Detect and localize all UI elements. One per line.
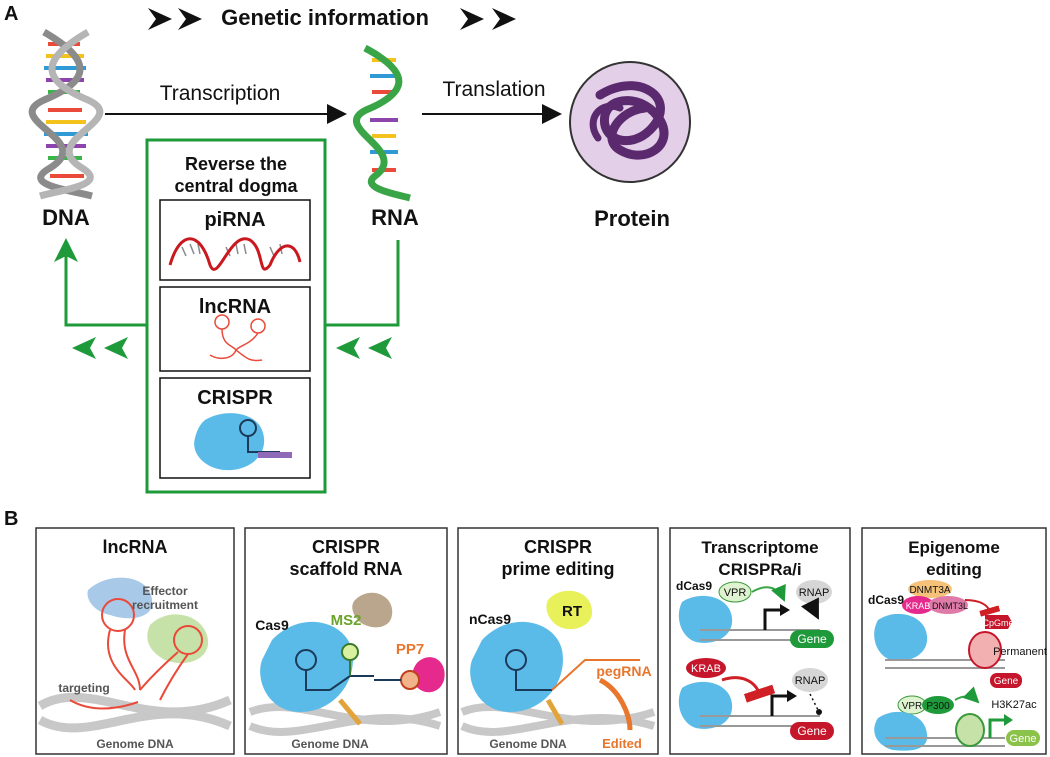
b-prime-ncas9: nCas9 [469, 611, 511, 627]
b-epigenome-title-line1: Epigenome [908, 538, 1000, 557]
b-transcriptome-vpr: VPR [724, 587, 747, 599]
b-scaffold-title-line2: scaffold RNA [289, 559, 402, 579]
pirna-icon [168, 237, 302, 271]
b-scaffold-pp7: PP7 [396, 641, 424, 658]
b-lncrna-targeting: targeting [58, 681, 109, 695]
b-scaffold-ms2: MS2 [331, 612, 362, 629]
rna-label: RNA [371, 205, 419, 230]
b-prime-edited: Edited [602, 736, 642, 751]
b-epigenome-dcas9: dCas9 [868, 593, 904, 607]
b-epigenome-h3k27ac: H3K27ac [991, 699, 1037, 711]
b-epigenome-permanent: Permanent [993, 646, 1047, 658]
protein-label: Protein [594, 206, 670, 231]
b-epigenome-gene-top: Gene [994, 676, 1019, 687]
dna-label: DNA [42, 205, 90, 230]
b-epigenome-bottom-illustration [874, 686, 1040, 751]
b-prime-title-line2: prime editing [501, 559, 614, 579]
b-transcriptome-title-line2: CRISPRa/i [718, 560, 801, 579]
dna-up-arrowhead [54, 238, 78, 262]
reverse-dogma-title-line2: central dogma [174, 176, 298, 196]
reverse-arrow-left [64, 252, 147, 327]
b-lncrna-effector-line1: Effector [142, 584, 188, 598]
b-epigenome-cpgme: CpGme [982, 618, 1013, 628]
protein-icon [569, 61, 691, 183]
b-prime-illustration [460, 590, 656, 736]
b-transcriptome-title-line1: Transcriptome [701, 538, 818, 557]
green-chevrons-right [336, 337, 392, 359]
b-scaffold-genome: Genome DNA [291, 737, 369, 751]
b-epigenome-title-line2: editing [926, 560, 982, 579]
b-lncrna-title: lncRNA [102, 537, 167, 557]
b-transcriptome-top-illustration [678, 580, 834, 648]
b-transcriptome-rnap-top: RNAP [799, 587, 830, 599]
genetic-information-header: Genetic information [221, 5, 429, 30]
header-chevrons-right [460, 8, 516, 30]
lncrna-box [159, 286, 311, 372]
b-epigenome-krab: KRAB [906, 601, 931, 611]
crispr-cas9-icon [194, 413, 292, 471]
b-epigenome-dnmt3a: DNMT3A [909, 585, 950, 596]
b-transcriptome-rnap-bottom: RNAP [795, 675, 826, 687]
lncrna-box-label: lncRNA [199, 296, 271, 318]
b-transcriptome-krab: KRAB [691, 663, 721, 675]
rna-helix-icon [353, 44, 411, 202]
b-prime-genome: Genome DNA [489, 737, 567, 751]
b-epigenome-p300: P300 [926, 701, 950, 712]
b-prime-title-line1: CRISPR [524, 537, 592, 557]
header-chevrons-left [148, 8, 202, 30]
b-transcriptome-bottom-illustration [678, 658, 834, 740]
pirna-label: piRNA [204, 209, 265, 231]
b-scaffold-title-line1: CRISPR [312, 537, 380, 557]
b-epigenome-top-illustration [874, 580, 1022, 688]
b-epigenome-dnmt3l: DNMT3L [932, 601, 968, 611]
b-prime-pegrna: pegRNA [596, 663, 651, 679]
panel-b-label: B [4, 508, 18, 530]
b-lncrna-genome: Genome DNA [96, 737, 174, 751]
lncrna-icon [209, 314, 266, 362]
green-chevrons-left [72, 337, 128, 359]
reverse-dogma-title-line1: Reverse the [185, 154, 287, 174]
reverse-dogma-box [145, 138, 327, 494]
translation-label: Translation [442, 78, 545, 101]
crispr-box-label: CRISPR [197, 387, 273, 409]
b-lncrna-illustration [37, 577, 232, 733]
b-transcriptome-gene-top: Gene [797, 632, 827, 646]
b-transcriptome-gene-bottom: Gene [797, 724, 827, 738]
b-prime-rt: RT [562, 603, 582, 620]
panel-a-label: A [4, 3, 18, 25]
b-epigenome-gene-bottom: Gene [1010, 733, 1037, 745]
transcription-label: Transcription [160, 82, 281, 105]
reverse-arrow-right [325, 240, 400, 327]
b-epigenome-vpr: VPR [902, 701, 923, 712]
b-scaffold-illustration [248, 592, 445, 736]
b-transcriptome-dcas9: dCas9 [676, 579, 712, 593]
b-scaffold-cas9: Cas9 [255, 617, 289, 633]
b-lncrna-effector-line2: recruitment [132, 598, 198, 612]
dna-helix-icon [28, 28, 104, 200]
